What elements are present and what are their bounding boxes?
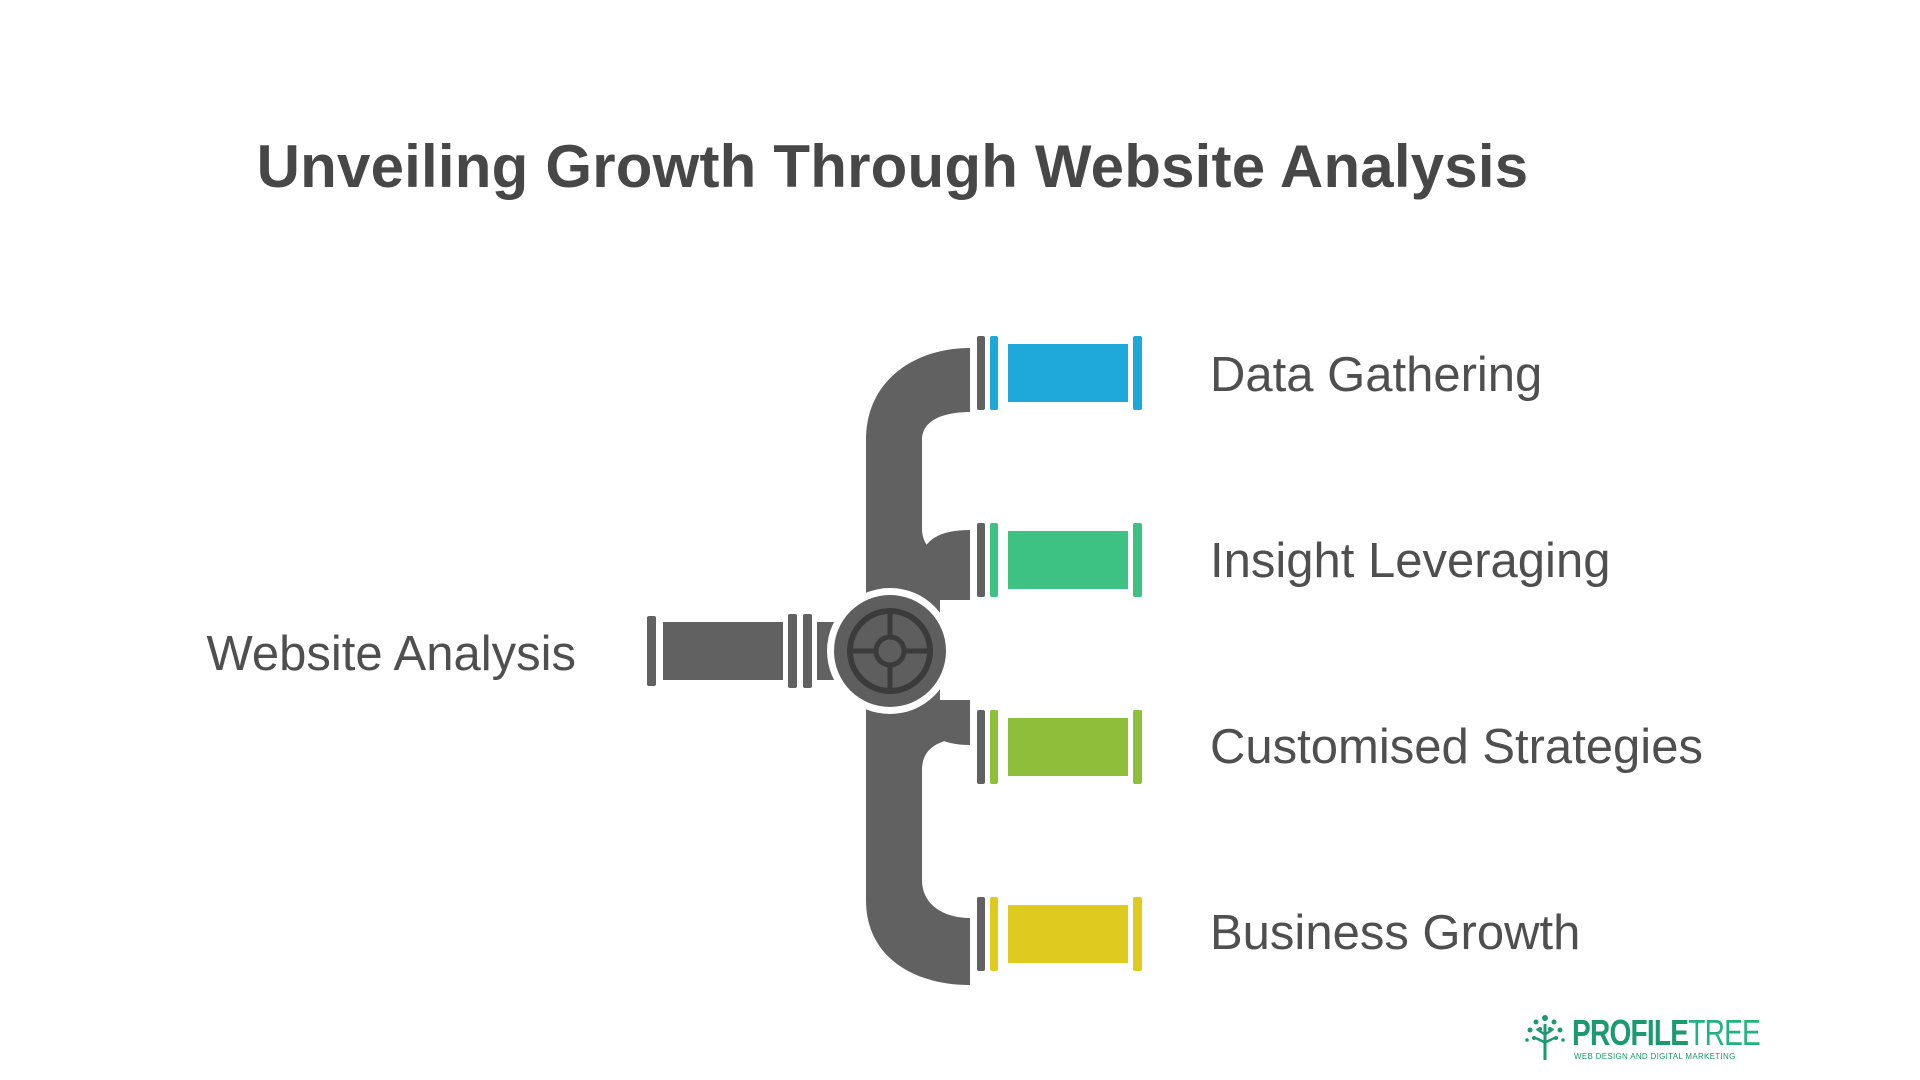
outlet-pipe-3-segment-4 bbox=[1133, 710, 1142, 784]
logo-name-part1: PROFILE bbox=[1572, 1012, 1689, 1053]
outlet-pipe-2 bbox=[977, 523, 1142, 597]
outlet-pipe-1-segment-4 bbox=[1133, 336, 1142, 410]
logo-wordmark: PROFILETREE bbox=[1572, 1012, 1761, 1054]
diagram-title: Unveiling Growth Through Website Analysi… bbox=[256, 133, 1529, 200]
outlet-pipes bbox=[977, 336, 1142, 971]
branch-label-insight-leveraging: Insight Leveraging bbox=[1210, 534, 1611, 588]
inlet-pipe bbox=[647, 614, 847, 688]
outlet-pipe-3-segment-1 bbox=[977, 710, 985, 784]
outlet-pipe-3-segment-2 bbox=[990, 710, 998, 784]
outlet-pipe-2-segment-2 bbox=[990, 523, 998, 597]
branch-label-customised-strategies: Customised Strategies bbox=[1210, 720, 1703, 774]
profiletree-logo: PROFILETREE WEB DESIGN AND DIGITAL MARKE… bbox=[1522, 1010, 1761, 1065]
branch-label-data-gathering: Data Gathering bbox=[1210, 348, 1543, 402]
outlet-pipe-2-segment-1 bbox=[977, 523, 985, 597]
outlet-pipe-1-segment-3 bbox=[1008, 344, 1128, 402]
outlet-pipe-1-segment-1 bbox=[977, 336, 985, 410]
outlet-pipe-3 bbox=[977, 710, 1142, 784]
outlet-pipe-2-segment-3 bbox=[1008, 531, 1128, 589]
branch-label-business-growth: Business Growth bbox=[1210, 906, 1581, 960]
outlet-pipe-4-segment-2 bbox=[990, 897, 998, 971]
outlet-pipe-3-segment-3 bbox=[1008, 718, 1128, 776]
tree-icon bbox=[1525, 1015, 1565, 1060]
outlet-pipe-1-segment-2 bbox=[990, 336, 998, 410]
logo-name-part2: TREE bbox=[1688, 1012, 1761, 1053]
outlet-pipe-4-segment-3 bbox=[1008, 905, 1128, 963]
source-label: Website Analysis bbox=[206, 627, 577, 681]
valve-icon bbox=[827, 588, 953, 714]
logo-tagline: WEB DESIGN AND DIGITAL MARKETING bbox=[1574, 1052, 1736, 1061]
outlet-pipe-4-segment-4 bbox=[1133, 897, 1142, 971]
outlet-pipe-1 bbox=[977, 336, 1142, 410]
outlet-pipe-4-segment-1 bbox=[977, 897, 985, 971]
outlet-pipe-2-segment-4 bbox=[1133, 523, 1142, 597]
outlet-pipe-4 bbox=[977, 897, 1142, 971]
